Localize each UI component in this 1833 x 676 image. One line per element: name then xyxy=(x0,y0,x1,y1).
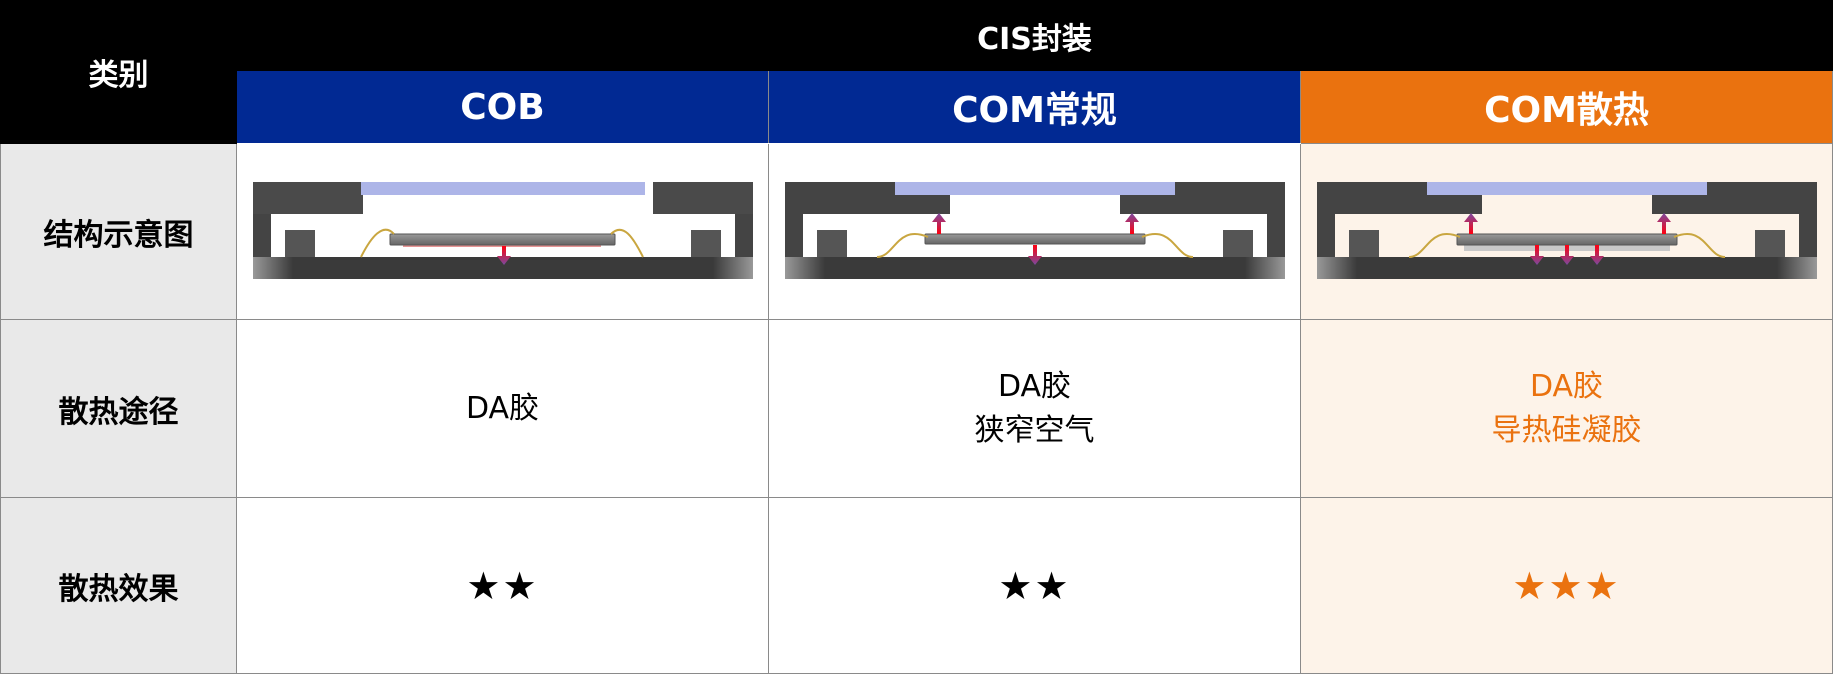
category-header: 类别 xyxy=(0,0,237,144)
substrate xyxy=(252,256,753,279)
heat-arrow-up xyxy=(1463,212,1478,234)
heat-path-line: DA胶 xyxy=(1529,368,1604,404)
heat-effect-rating-com-standard: ★★ xyxy=(768,497,1301,674)
substrate xyxy=(1316,256,1817,279)
row-label-heat-effect: 散热效果 xyxy=(0,497,237,674)
heat-effect-rating-com-heat-dissipation: ★★★ xyxy=(1299,497,1833,674)
bond-wire xyxy=(1408,232,1460,258)
heat-path-line: DA胶 xyxy=(465,390,540,426)
row-label-heat-path: 散热途径 xyxy=(0,319,237,498)
bond-wire xyxy=(609,228,644,257)
heat-arrow-up xyxy=(931,212,946,234)
heat-path-com-heat-dissipation: DA胶 导热硅凝胶 xyxy=(1299,319,1833,498)
pad-left xyxy=(284,229,315,257)
structure-diagram-com-heat-dissipation xyxy=(1299,143,1833,320)
glass-cover xyxy=(1426,181,1707,195)
sensor-chip xyxy=(1456,233,1677,245)
heat-path-line: 导热硅凝胶 xyxy=(1491,412,1642,448)
heat-arrow-down xyxy=(1589,244,1604,265)
heat-arrow-up xyxy=(1656,212,1671,234)
group-title-header: CIS封装 xyxy=(235,0,1833,71)
heat-path-cob: DA胶 xyxy=(236,319,769,498)
heat-arrow-up xyxy=(1124,212,1139,234)
column-header-com-standard: COM常规 xyxy=(768,70,1301,144)
pad-right xyxy=(690,229,721,257)
column-header-cob: COB xyxy=(236,70,769,144)
sensor-chip xyxy=(389,233,615,245)
pad-left xyxy=(816,229,847,257)
com-standard-diagram xyxy=(784,181,1285,279)
com-heat-diagram xyxy=(1316,181,1817,279)
heat-arrow-down xyxy=(496,245,511,265)
bond-wire xyxy=(1141,232,1193,258)
cob-diagram xyxy=(252,181,753,279)
heat-path-com-standard: DA胶 狭窄空气 xyxy=(768,319,1301,498)
glass-cover xyxy=(894,181,1175,195)
sensor-chip xyxy=(924,233,1145,244)
pad-left xyxy=(1348,229,1379,257)
column-header-com-heat-dissipation: COM散热 xyxy=(1299,70,1833,144)
heat-arrow-down xyxy=(1027,244,1042,265)
structure-diagram-com-standard xyxy=(768,143,1301,320)
heat-path-line: 狭窄空气 xyxy=(974,412,1095,448)
bond-wire xyxy=(1673,232,1725,258)
substrate xyxy=(784,256,1285,279)
glass-cover xyxy=(360,181,645,195)
structure-diagram-cob xyxy=(236,143,769,320)
heat-effect-rating-cob: ★★ xyxy=(236,497,769,674)
heat-arrow-down xyxy=(1529,244,1544,265)
bond-wire xyxy=(876,232,928,258)
bond-wire xyxy=(359,228,395,257)
pad-right xyxy=(1754,229,1785,257)
row-label-structure: 结构示意图 xyxy=(0,143,237,320)
pad-right xyxy=(1222,229,1253,257)
heat-path-line: DA胶 xyxy=(997,368,1072,404)
heat-arrow-down xyxy=(1559,244,1574,265)
